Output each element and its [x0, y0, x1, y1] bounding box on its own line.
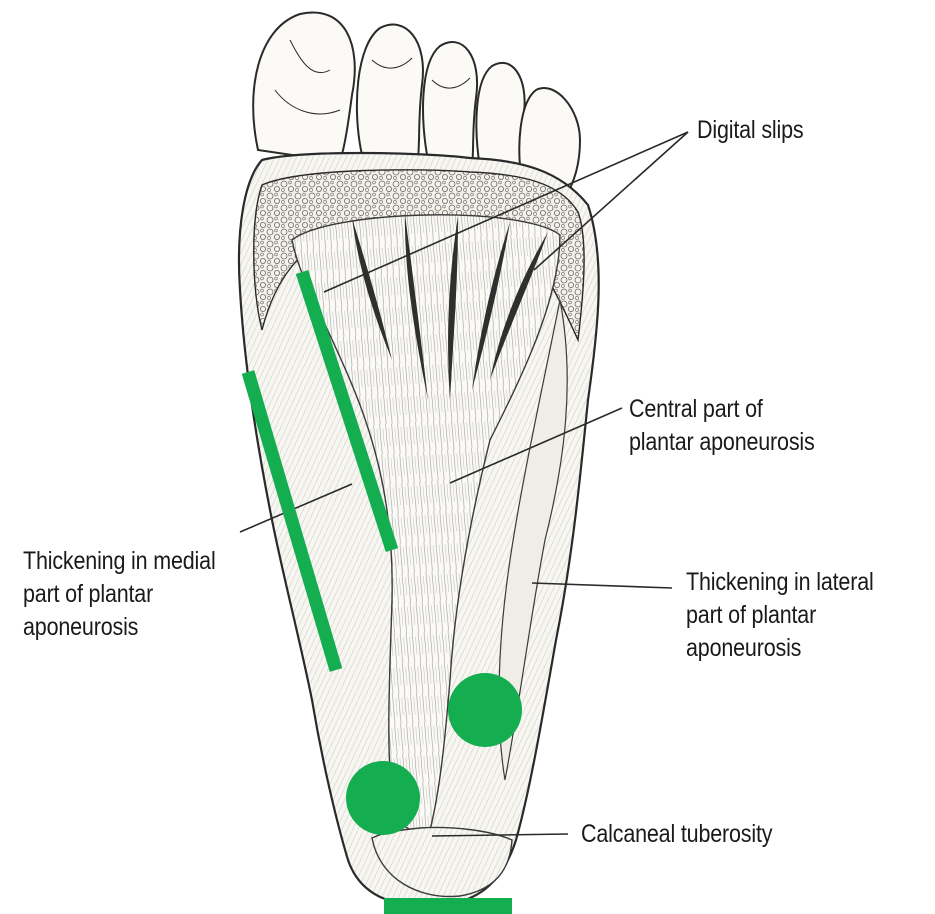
great-toe: [253, 12, 355, 162]
label-central-part-line-1: Central part of: [629, 393, 815, 426]
third-toe: [423, 42, 477, 166]
label-calcaneal-line: Calcaneal tuberosity: [581, 818, 772, 851]
second-toe: [357, 25, 423, 158]
label-medial-thickening: Thickening in medial part of plantar apo…: [23, 545, 216, 644]
label-lateral-line-1: Thickening in lateral: [686, 566, 874, 599]
label-digital-slips: Digital slips: [697, 114, 804, 147]
lateral-circle: [448, 673, 522, 747]
label-lateral-line-2: part of plantar: [686, 599, 874, 632]
label-digital-slips-line: Digital slips: [697, 114, 804, 147]
label-medial-line-2: part of plantar: [23, 578, 216, 611]
label-calcaneal-tuberosity: Calcaneal tuberosity: [581, 818, 772, 851]
label-central-part: Central part of plantar aponeurosis: [629, 393, 815, 459]
label-central-part-line-2: plantar aponeurosis: [629, 426, 815, 459]
heel-circle: [346, 761, 420, 835]
label-medial-line-1: Thickening in medial: [23, 545, 216, 578]
label-lateral-line-3: aponeurosis: [686, 632, 874, 665]
heel-base-bar: [384, 898, 512, 914]
label-medial-line-3: aponeurosis: [23, 611, 216, 644]
label-lateral-thickening: Thickening in lateral part of plantar ap…: [686, 566, 874, 665]
